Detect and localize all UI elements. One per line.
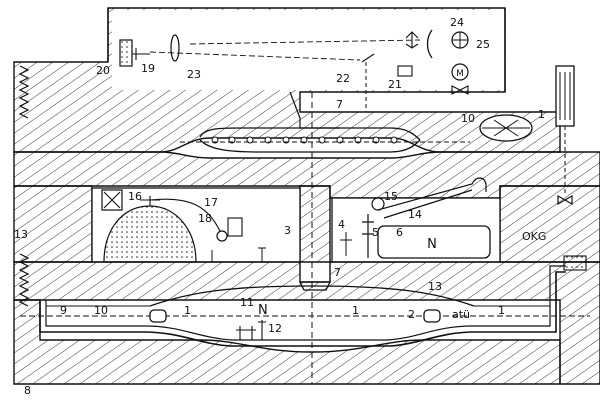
- light-beams: [149, 39, 421, 61]
- mound-16: [103, 205, 197, 263]
- label-22: 22: [336, 72, 350, 85]
- valve-4: [340, 232, 352, 256]
- label-9: 9: [60, 304, 67, 317]
- holder-19: [132, 48, 150, 60]
- lever-14-lower: [383, 189, 473, 219]
- box-16-x: [103, 191, 121, 209]
- optical-path: M: [119, 29, 469, 112]
- gauge-18: [216, 230, 228, 242]
- label-12: 12: [268, 322, 282, 335]
- label-21: 21: [388, 78, 402, 91]
- middle-right-block: [499, 185, 600, 263]
- upper-channel-beads: [211, 136, 398, 144]
- label-atu: atü: [452, 308, 470, 321]
- label-7-upper: 7: [336, 98, 343, 111]
- label-7-lower: 7: [334, 266, 341, 279]
- support-7-lower: [298, 281, 332, 291]
- label-10-lower: 10: [94, 304, 108, 317]
- label-okg: OKG: [522, 230, 546, 243]
- optical-room-walls: [107, 8, 506, 92]
- label-24: 24: [450, 16, 464, 29]
- okg-vessel: [563, 255, 587, 271]
- motor-label: M: [456, 69, 464, 79]
- upper-balloon-detail: [482, 119, 530, 137]
- label-6: 6: [396, 226, 403, 239]
- label-20: 20: [96, 64, 110, 77]
- label-4: 4: [338, 218, 345, 231]
- label-11: 11: [240, 296, 254, 309]
- lower-pipe-inner: [45, 265, 566, 341]
- valve-box-18: [227, 217, 243, 237]
- mirror-22: [361, 53, 375, 63]
- lamp-21: [397, 65, 413, 77]
- left-lower-spring: [18, 253, 30, 307]
- label-1-right: 1: [498, 304, 505, 317]
- lower-chamber-top: [149, 285, 475, 307]
- gauge-15: [371, 197, 385, 211]
- motor-icon: [451, 63, 469, 81]
- label-13-left: 13: [14, 228, 28, 241]
- label-10-upper: 10: [461, 112, 475, 125]
- label-8: 8: [24, 384, 31, 397]
- eyepiece-cross: [452, 32, 468, 48]
- label-18: 18: [198, 212, 212, 225]
- vessel-coils: [559, 72, 571, 120]
- left-upper-spring: [18, 65, 30, 119]
- label-14: 14: [408, 208, 422, 221]
- label-25: 25: [476, 38, 490, 51]
- lower-ground-block: [13, 261, 600, 385]
- lever-14: [377, 177, 487, 211]
- concave-mirror: [426, 29, 433, 59]
- line-17: [149, 198, 223, 237]
- label-23: 23: [187, 68, 201, 81]
- label-5: 5: [372, 226, 379, 239]
- chamber-label-N: N: [258, 303, 268, 318]
- label-15: 15: [384, 190, 398, 203]
- label-19: 19: [141, 62, 155, 75]
- motor-valve: [451, 85, 469, 95]
- valve-stack-5: [362, 214, 374, 258]
- label-3: 3: [284, 224, 291, 237]
- lower-pipe-outer: [39, 271, 566, 347]
- label-17: 17: [204, 196, 218, 209]
- tank-label-N: N: [427, 237, 437, 252]
- lens-23: [170, 34, 180, 62]
- fitting-2: [423, 309, 441, 323]
- label-16: 16: [128, 190, 142, 203]
- upper-channel-bottom: [199, 139, 421, 153]
- lower-bottom-block: [13, 299, 561, 385]
- central-pillar: [299, 185, 331, 263]
- arrow-adjuster: [405, 31, 419, 49]
- fitting-left: [149, 309, 167, 323]
- label-1-center: 1: [352, 304, 359, 317]
- screen-20: [119, 39, 133, 67]
- middle-left-block: [13, 185, 93, 263]
- nitrogen-tank-6: [377, 225, 491, 259]
- valves-11-12: [236, 320, 266, 340]
- label-13-right: 13: [428, 280, 442, 293]
- label-1-left: 1: [184, 304, 191, 317]
- room-fittings: [211, 247, 266, 262]
- label-2: 2: [408, 308, 415, 321]
- label-1-upper: 1: [538, 108, 545, 121]
- upper-channel-top: [199, 127, 421, 141]
